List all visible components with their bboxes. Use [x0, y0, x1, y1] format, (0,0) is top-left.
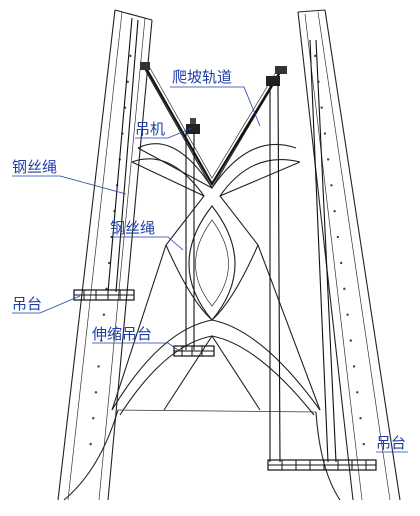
- rivet-dot: [92, 417, 95, 420]
- label-wire-rope-left: 钢丝绳: [12, 158, 57, 176]
- rivet-dot: [314, 54, 317, 58]
- left-tower-leg: [57, 9, 153, 501]
- platform-right: [267, 459, 377, 471]
- label-platform-right: 吊台: [376, 434, 406, 452]
- wire-ropes: [107, 17, 337, 463]
- label-platform-left: 吊台: [12, 295, 42, 313]
- rivet-dot: [100, 339, 103, 342]
- rivet-dot: [359, 417, 362, 420]
- hoist-left: [186, 118, 200, 134]
- rivet-dot: [349, 339, 353, 342]
- hoist-right: [266, 76, 280, 86]
- rivet-dot: [343, 287, 346, 291]
- rivet-dot: [102, 313, 106, 316]
- rivet-dot: [129, 54, 132, 58]
- platform-telescopic: [173, 345, 215, 357]
- rivet-dot: [89, 442, 92, 446]
- label-climbing-track: 爬坡轨道: [172, 68, 232, 86]
- leader-lines: [12, 86, 408, 453]
- rivet-dot: [323, 132, 327, 135]
- rivet-dot: [107, 261, 111, 265]
- rivet-dot: [362, 442, 365, 446]
- platform-left: [73, 289, 135, 301]
- climbing-track: [140, 62, 287, 187]
- rivet-dot: [333, 209, 336, 213]
- rivet-dot: [330, 184, 333, 187]
- label-telescopic-platform: 伸缩吊台: [92, 325, 152, 343]
- rivet-dot: [352, 365, 356, 368]
- rivet-dot: [339, 261, 343, 265]
- rivet-dot: [336, 235, 340, 239]
- rivet-dot: [346, 313, 349, 316]
- rivet-dot: [320, 106, 323, 109]
- right-tower-leg: [297, 9, 401, 501]
- label-wire-rope-center: 钢丝绳: [110, 219, 155, 237]
- rivet-dot: [97, 365, 100, 368]
- x-bracing: [63, 65, 341, 501]
- rivet-dot: [126, 80, 129, 83]
- label-hoist: 吊机: [135, 120, 165, 138]
- rivet-dot: [356, 391, 359, 394]
- rivet-dot: [326, 158, 330, 161]
- rivet-dot: [94, 391, 98, 394]
